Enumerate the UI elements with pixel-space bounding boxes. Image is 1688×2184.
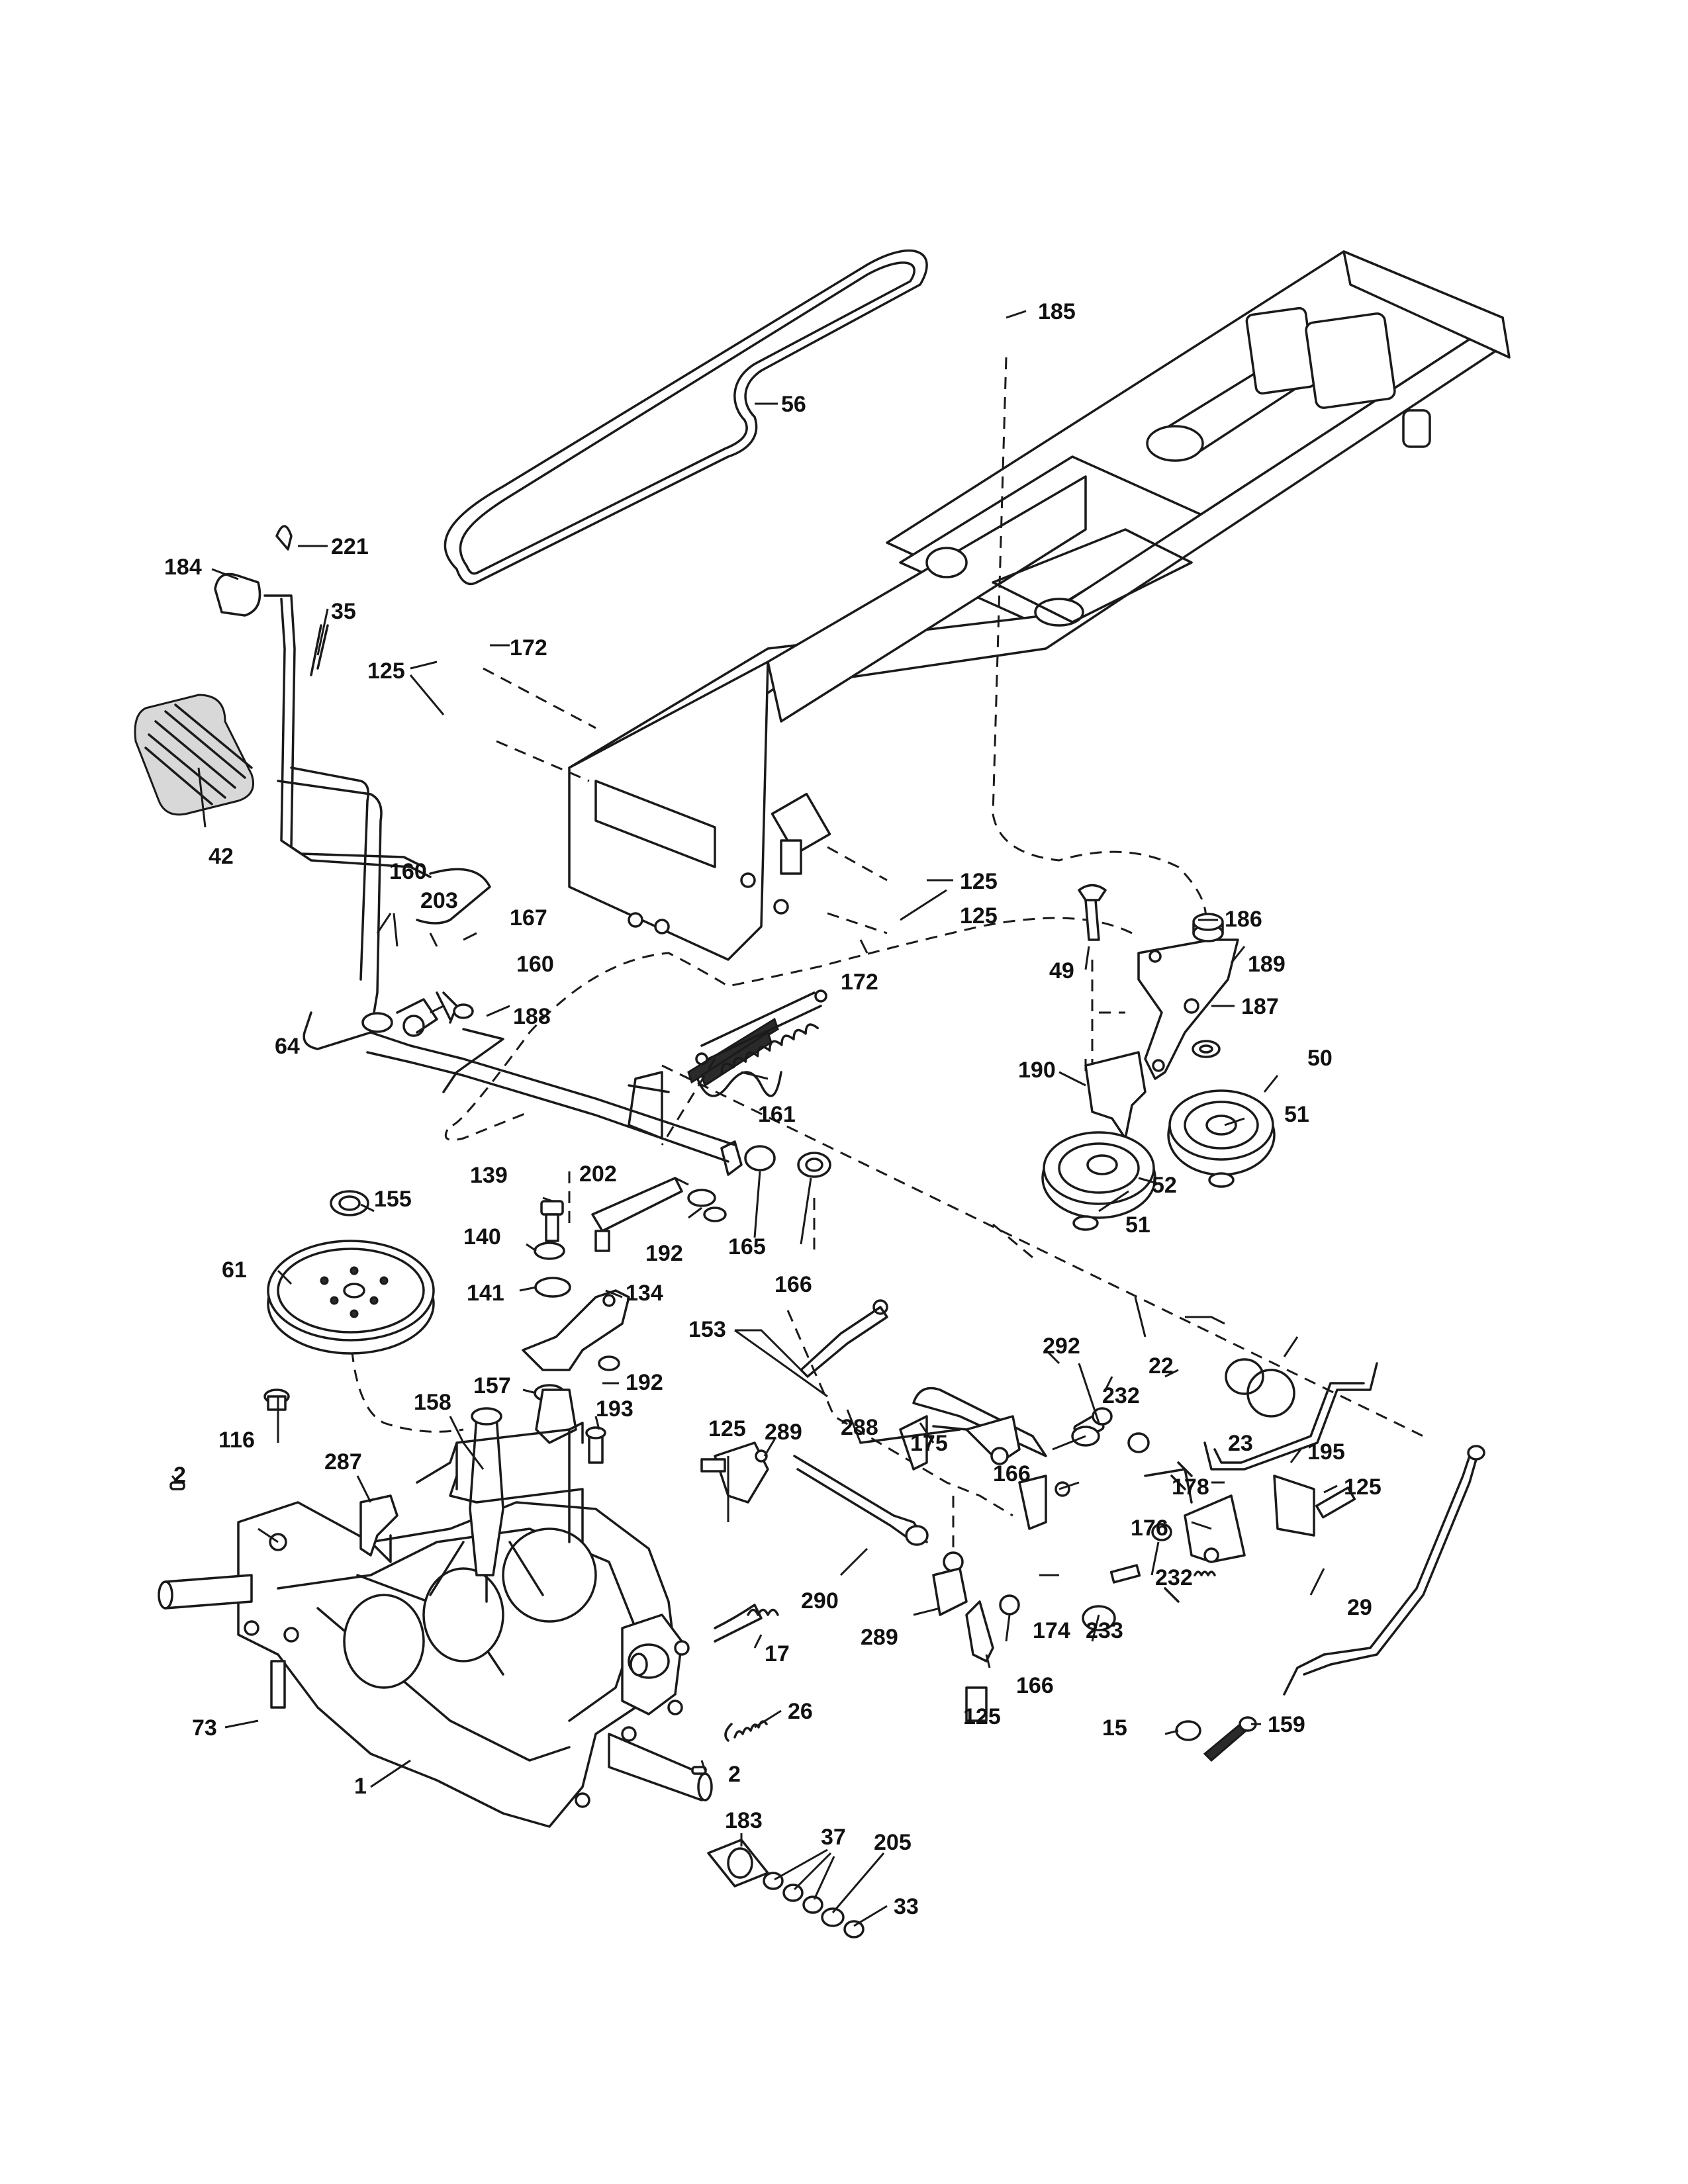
callout-166: 166 [1016, 1673, 1054, 1698]
callout-61: 61 [222, 1257, 247, 1283]
callout-2: 2 [173, 1463, 186, 1488]
callout-189: 189 [1248, 952, 1286, 977]
callout-287: 287 [324, 1449, 362, 1475]
callout-187: 187 [1241, 994, 1279, 1019]
callout-159: 159 [1268, 1712, 1305, 1737]
callout-221: 221 [331, 534, 369, 559]
callout-140: 140 [463, 1224, 501, 1250]
callout-50: 50 [1307, 1046, 1333, 1071]
callout-49: 49 [1049, 958, 1074, 983]
callout-174: 174 [1033, 1618, 1070, 1643]
callout-161: 161 [758, 1102, 796, 1127]
callout-185: 185 [1038, 299, 1076, 324]
callout-17: 17 [765, 1641, 790, 1666]
callout-172: 172 [841, 970, 878, 995]
callout-166: 166 [774, 1272, 812, 1297]
callout-139: 139 [470, 1163, 508, 1188]
callout-51: 51 [1125, 1212, 1150, 1238]
callout-186: 186 [1225, 907, 1262, 932]
chassis-frame [568, 250, 1511, 961]
callout-52: 52 [1152, 1173, 1177, 1198]
callout-178: 178 [1172, 1475, 1209, 1500]
callout-290: 290 [801, 1588, 839, 1614]
callout-289: 289 [861, 1625, 898, 1650]
callout-190: 190 [1018, 1058, 1056, 1083]
callout-125: 125 [367, 659, 405, 684]
callout-37: 37 [821, 1825, 846, 1850]
callout-292: 292 [1043, 1334, 1080, 1359]
callout-184: 184 [164, 555, 202, 580]
callout-195: 195 [1307, 1439, 1345, 1465]
callout-193: 193 [596, 1396, 633, 1422]
callout-167: 167 [510, 905, 547, 931]
callout-232: 232 [1155, 1565, 1193, 1590]
callout-188: 188 [513, 1004, 551, 1029]
callout-141: 141 [467, 1281, 504, 1306]
idler-pulley-52 [1041, 1051, 1156, 1231]
callout-233: 233 [1086, 1618, 1123, 1643]
idler-pulley-50 [1167, 1089, 1276, 1188]
callout-202: 202 [579, 1161, 617, 1187]
callout-125: 125 [960, 903, 998, 929]
drive-pulley-61 [267, 1190, 435, 1355]
callout-160: 160 [389, 859, 427, 884]
callout-172: 172 [510, 635, 547, 660]
callout-51: 51 [1284, 1102, 1309, 1127]
callout-183: 183 [725, 1808, 763, 1833]
callout-158: 158 [414, 1390, 451, 1415]
callout-125: 125 [963, 1704, 1001, 1729]
callout-29: 29 [1347, 1595, 1372, 1620]
callout-134: 134 [626, 1281, 663, 1306]
spring-161 [695, 989, 827, 1074]
callout-176: 176 [1131, 1516, 1168, 1541]
callout-160: 160 [516, 952, 554, 977]
callout-56: 56 [781, 392, 806, 417]
callout-155: 155 [374, 1187, 412, 1212]
axle-hardware [707, 1839, 865, 1938]
callout-labels: 185 56 221 184 35 172 125 42 125 125 172… [164, 299, 1382, 1919]
linkage-parts [522, 1140, 831, 1402]
callout-232: 232 [1102, 1383, 1140, 1408]
control-linkage [700, 1299, 1105, 1722]
callout-157: 157 [473, 1373, 511, 1398]
leader-lines [171, 310, 1338, 1927]
callout-2: 2 [728, 1762, 741, 1787]
callout-35: 35 [331, 599, 356, 624]
callout-125: 125 [960, 869, 998, 894]
callout-192: 192 [645, 1241, 683, 1266]
drive-belt [444, 249, 928, 586]
callout-166: 166 [993, 1461, 1031, 1486]
callout-1: 1 [354, 1774, 367, 1799]
callout-64: 64 [275, 1034, 300, 1059]
callout-289: 289 [765, 1420, 802, 1445]
control-levers [1071, 1358, 1485, 1762]
callout-116: 116 [218, 1428, 255, 1453]
shift-linkage [359, 1422, 779, 1742]
callout-175: 175 [910, 1431, 948, 1456]
callout-125: 125 [1344, 1475, 1382, 1500]
callout-73: 73 [192, 1715, 217, 1741]
callout-26: 26 [788, 1699, 813, 1724]
callout-42: 42 [209, 844, 234, 869]
callout-192: 192 [626, 1370, 663, 1395]
callout-165: 165 [728, 1234, 766, 1259]
callout-288: 288 [841, 1415, 878, 1440]
callout-23: 23 [1228, 1431, 1253, 1456]
callout-205: 205 [874, 1830, 912, 1855]
callout-33: 33 [894, 1894, 919, 1919]
callout-22: 22 [1149, 1353, 1174, 1379]
callout-125: 125 [708, 1416, 746, 1441]
callout-15: 15 [1102, 1715, 1127, 1741]
callout-203: 203 [420, 888, 458, 913]
transaxle [158, 1388, 713, 1828]
callout-153: 153 [688, 1317, 726, 1342]
idler-bracket [1078, 884, 1239, 1080]
